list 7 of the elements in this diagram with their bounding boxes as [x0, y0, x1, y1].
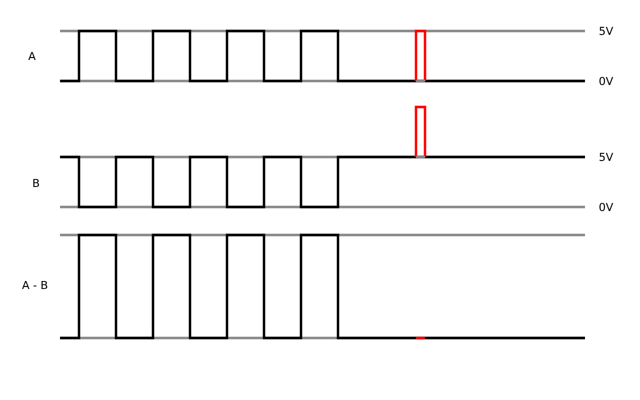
signal-label: A	[28, 52, 36, 60]
signal-label: B	[33, 179, 39, 188]
voltage-label: 0V	[599, 76, 614, 86]
voltage-label: 5V	[600, 152, 614, 162]
voltage-label: 5V	[600, 26, 614, 36]
voltage-label: 0V	[599, 202, 614, 212]
signal-label: A - B	[22, 281, 48, 290]
